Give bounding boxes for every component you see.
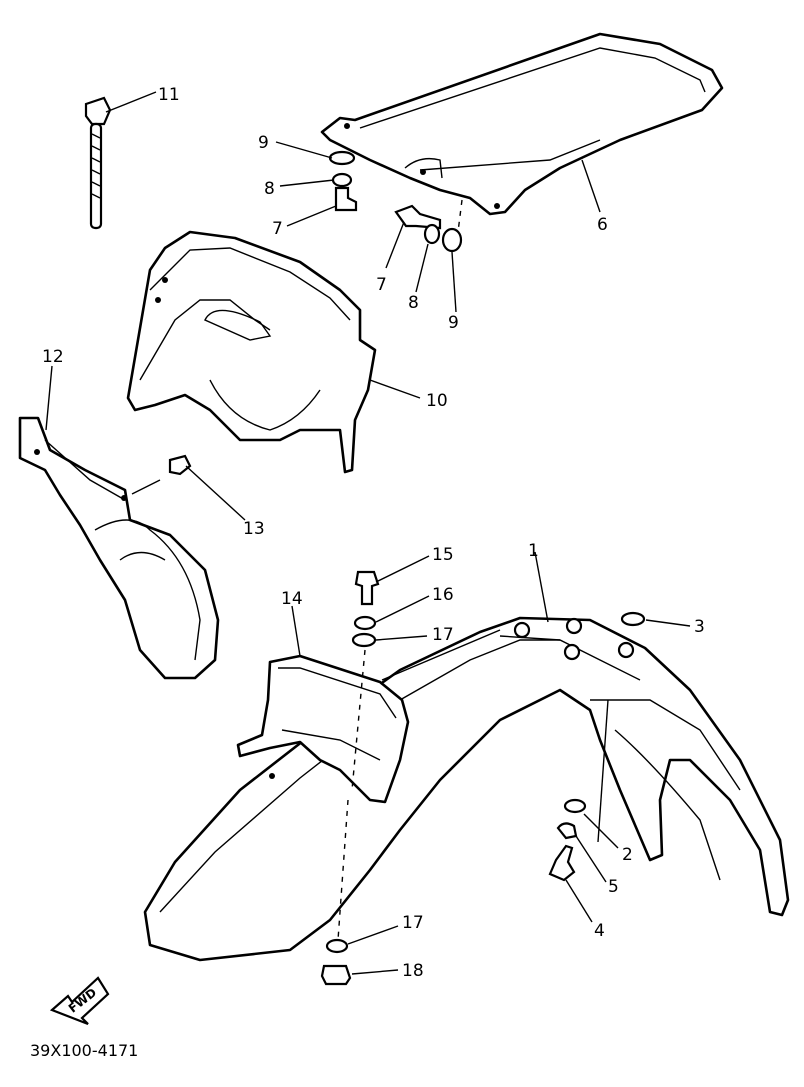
callout-15: 15 xyxy=(432,545,454,565)
washer-17b xyxy=(325,938,349,954)
part-11-cable-tie xyxy=(84,96,112,230)
lockwasher-8a xyxy=(331,172,353,188)
callout-17b: 17 xyxy=(402,913,424,933)
part-13-screw xyxy=(168,454,192,476)
callout-8a: 8 xyxy=(264,179,275,199)
washer-2 xyxy=(563,798,587,814)
lockwasher-8b xyxy=(423,223,441,245)
callout-13: 13 xyxy=(243,519,265,539)
washer-3 xyxy=(620,611,646,627)
callout-7a: 7 xyxy=(272,219,283,239)
callout-2: 2 xyxy=(622,845,633,865)
callout-9b: 9 xyxy=(448,313,459,333)
callout-18: 18 xyxy=(402,961,424,981)
diagram-code: 39X100-4171 xyxy=(30,1041,138,1060)
callout-6: 6 xyxy=(597,215,608,235)
callout-7b: 7 xyxy=(376,275,387,295)
bolt-4 xyxy=(548,844,576,882)
lockwasher-16 xyxy=(353,615,377,631)
hardware-items xyxy=(320,150,646,986)
callout-14: 14 xyxy=(281,589,303,609)
bolt-15 xyxy=(354,570,380,606)
part-1-rear-fender xyxy=(143,616,790,962)
callout-1: 1 xyxy=(528,541,539,561)
callout-10: 10 xyxy=(426,391,448,411)
fwd-arrow: FWD xyxy=(49,976,110,1026)
callout-11: 11 xyxy=(158,85,180,105)
callout-labels: 11 9 8 7 6 7 8 9 10 12 13 15 1 14 16 3 1… xyxy=(42,85,705,981)
assembly-lines xyxy=(337,199,463,941)
callout-5: 5 xyxy=(608,877,619,897)
part-12-chain-guard xyxy=(18,416,220,680)
part-14-bracket xyxy=(236,654,410,804)
part-6-rear-flap xyxy=(320,32,724,216)
part-10-inner-guard xyxy=(126,230,377,474)
washer-9b xyxy=(441,227,463,253)
bolt-7a xyxy=(334,186,358,212)
callout-3: 3 xyxy=(694,617,705,637)
nut-18 xyxy=(320,964,352,986)
callout-8b: 8 xyxy=(408,293,419,313)
callout-4: 4 xyxy=(594,921,605,941)
callout-17a: 17 xyxy=(432,625,454,645)
callout-16: 16 xyxy=(432,585,454,605)
leader-lines xyxy=(45,91,691,975)
callout-12: 12 xyxy=(42,347,64,367)
washer-17a xyxy=(351,632,377,648)
clip-5 xyxy=(556,822,578,840)
bolt-7b xyxy=(394,204,442,230)
washer-9a xyxy=(328,150,356,166)
callout-9a: 9 xyxy=(258,133,269,153)
